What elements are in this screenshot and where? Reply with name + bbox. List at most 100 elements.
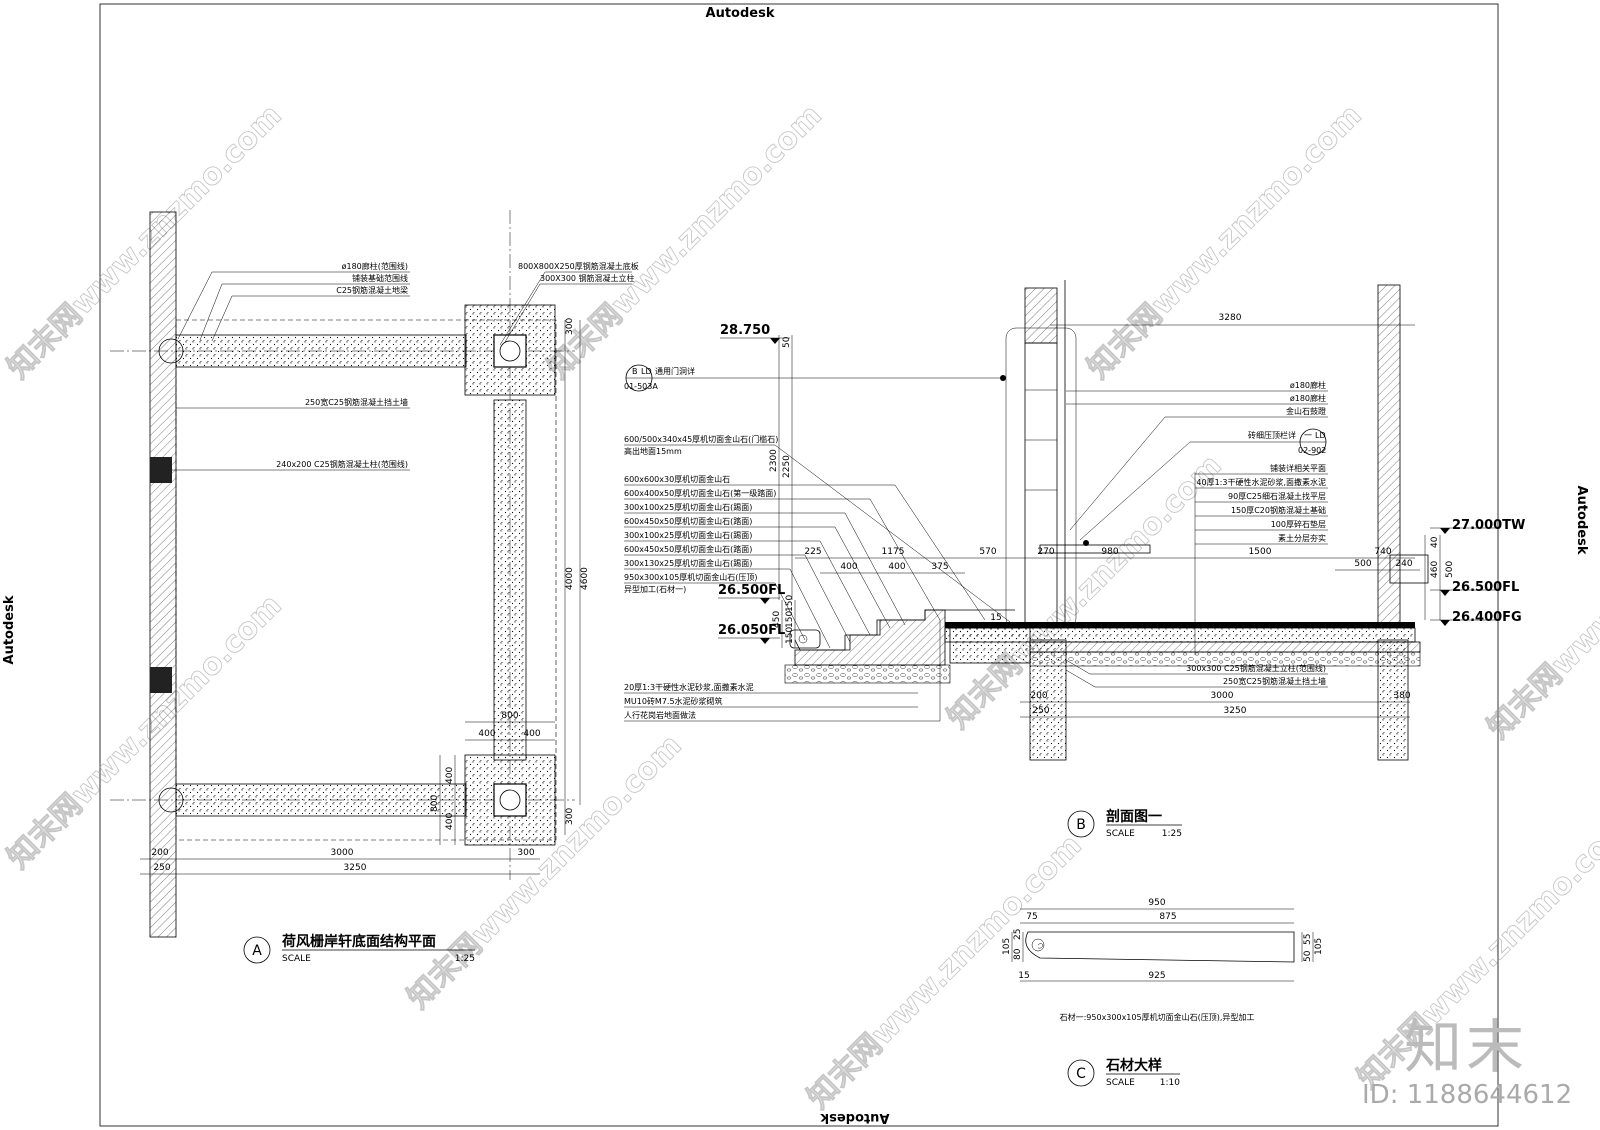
level-marker: [1440, 528, 1450, 534]
stone-spiral: [1031, 938, 1045, 952]
level-marker: [1440, 620, 1450, 626]
callout-top: B: [632, 367, 638, 376]
brand-label-left: Autodesk: [2, 595, 17, 664]
note-text: 100厚碎石垫层: [1271, 519, 1326, 529]
level-marker: [1440, 590, 1450, 596]
note-text: 600x400x50厚机切面金山石(第一级踏面): [624, 488, 776, 498]
leader-line: [1079, 441, 1300, 541]
dim-text: 980: [1101, 547, 1118, 557]
dim-text: 400: [445, 813, 455, 830]
dim-text: 50: [1303, 950, 1313, 962]
stone-spiral: [1037, 943, 1044, 949]
dim-text: 1500: [1249, 547, 1272, 557]
note-lintel: 240x200 C25钢筋混凝土柱(范围线): [276, 459, 408, 469]
gravel-bed: [784, 664, 951, 684]
dim-text: 105: [1002, 938, 1012, 955]
level-marker: [770, 338, 780, 344]
pillar: [493, 783, 527, 817]
left-notes: 600/500x340x45厚机切面金山石(门槛石) 高出地面15mm 600x…: [624, 434, 1011, 649]
scale-label: SCALE: [282, 954, 311, 964]
view-marker-letter: C: [1076, 1066, 1086, 1082]
callout-text: 砖细压顶栏详: [1248, 430, 1296, 440]
dim-text: 200: [1030, 691, 1047, 701]
leader-line: [1065, 669, 1328, 688]
dim-text: 875: [1159, 912, 1176, 922]
plan-view-a: ø180廊柱(范围线) 铺装基础范围线 C25钢筋混凝土地梁 800X800X2…: [110, 210, 639, 964]
dim-text: 800: [501, 711, 518, 721]
ground-beam: [175, 783, 467, 817]
dim-text: 460: [1430, 561, 1440, 578]
dim-text: 105: [1314, 938, 1324, 955]
note-text: 600/500x340x45厚机切面金山石(门槛石): [624, 434, 778, 444]
view-title-a: 荷风栅岸轩底面结构平面: [281, 933, 436, 950]
watermark-text: 知末网www.znzmo.com: [941, 448, 1229, 736]
dim-text: 2250: [782, 455, 792, 478]
scale-value: 1:25: [455, 954, 475, 964]
dim-text: 400: [445, 767, 455, 784]
dim-text: 55: [1303, 934, 1313, 945]
section-view-b: 28.750 26.500FL 26.050FL 27.000TW 26.500…: [624, 280, 1525, 839]
bottom-notes: 20厚1:3干硬性水泥砂浆,面撒素水泥 MU10砖M7.5水泥砂浆砌筑 人行花岗…: [624, 620, 1328, 722]
watermark-id: ID: 1188644612: [1362, 1080, 1573, 1110]
retaining-wall: [1377, 639, 1409, 761]
dim-text: 50: [782, 336, 792, 348]
level-marker: [760, 598, 770, 604]
dim-text: 300: [565, 808, 575, 825]
leader-line: [211, 295, 410, 342]
level-text: 28.750: [720, 323, 770, 338]
dim-text: 3000: [1211, 691, 1234, 701]
leader-line: [624, 540, 871, 636]
level-marker: [760, 638, 770, 644]
coping-stone: [789, 629, 821, 649]
retaining-wall: [1029, 639, 1067, 761]
leader-line: [177, 271, 410, 340]
pillar: [493, 334, 527, 368]
paving-boundary: [175, 319, 557, 841]
level-text: 27.000TW: [1452, 518, 1525, 533]
leader-line: [499, 271, 632, 346]
note-text: 人行花岗岩地面做法: [624, 710, 696, 720]
note-text: 素土分层夯实: [1278, 533, 1326, 543]
note-text: 600x600x30厚机切面金山石: [624, 474, 730, 484]
level-text: 26.500FL: [718, 583, 785, 598]
foundation: [949, 627, 1031, 664]
view-title-b: 剖面图一: [1106, 808, 1162, 825]
sheet-frame: [99, 3, 1499, 1127]
callout-right: LD: [641, 367, 652, 376]
dim-text: 15: [990, 613, 1001, 623]
note-text: 950x300x105厚机切面金山石(压顶): [624, 572, 758, 582]
watermark-group: 知末网www.znzmo.com 知末网www.znzmo.com 知末网www…: [0, 98, 1600, 1117]
column-base: [1389, 554, 1429, 584]
dim-text: 3280: [1219, 313, 1242, 323]
dim-text: 225: [804, 547, 821, 557]
retaining-wall: [149, 211, 177, 938]
note-text: 高出地面15mm: [624, 446, 682, 456]
dim-text: 500: [1354, 559, 1371, 569]
leader-line: [624, 554, 851, 643]
dim-text: 75: [1026, 912, 1037, 922]
stone-profile: [1025, 931, 1295, 963]
note-text: MU10砖M7.5水泥砂浆砌筑: [624, 696, 723, 706]
level-text: 26.500FL: [1452, 580, 1519, 595]
dim-text: 800: [430, 795, 440, 812]
leader-line: [624, 526, 891, 629]
door-opening-outline: [1005, 327, 1077, 629]
dim-text: 1175: [882, 547, 905, 557]
note-text: 150厚C20钢筋混凝土基础: [1231, 505, 1326, 515]
dim-text: 400: [523, 729, 540, 739]
brand-label-right: Autodesk: [1574, 486, 1589, 555]
note-text: 90厚C25细石混凝土找平层: [1228, 491, 1326, 501]
scale-value: 1:10: [1160, 1078, 1180, 1088]
note-slab: 800X800X250厚钢筋混凝土底板: [518, 261, 639, 271]
view-marker-c: [1067, 1059, 1095, 1087]
ground-beam: [493, 399, 527, 761]
concrete-base: [1029, 641, 1421, 653]
brand-label-bottom: Autodesk: [820, 1110, 889, 1125]
view-marker-a: [243, 936, 271, 964]
dim-text: 925: [1148, 971, 1165, 981]
column-circle: [158, 787, 184, 813]
note-text: 600x450x50厚机切面金山石(踏面): [624, 516, 752, 526]
note-text: 600x450x50厚机切面金山石(踏面): [624, 544, 752, 554]
stone-note: 石材一:950x300x105厚机切面金山石(压顶),异型加工: [1060, 1012, 1255, 1022]
